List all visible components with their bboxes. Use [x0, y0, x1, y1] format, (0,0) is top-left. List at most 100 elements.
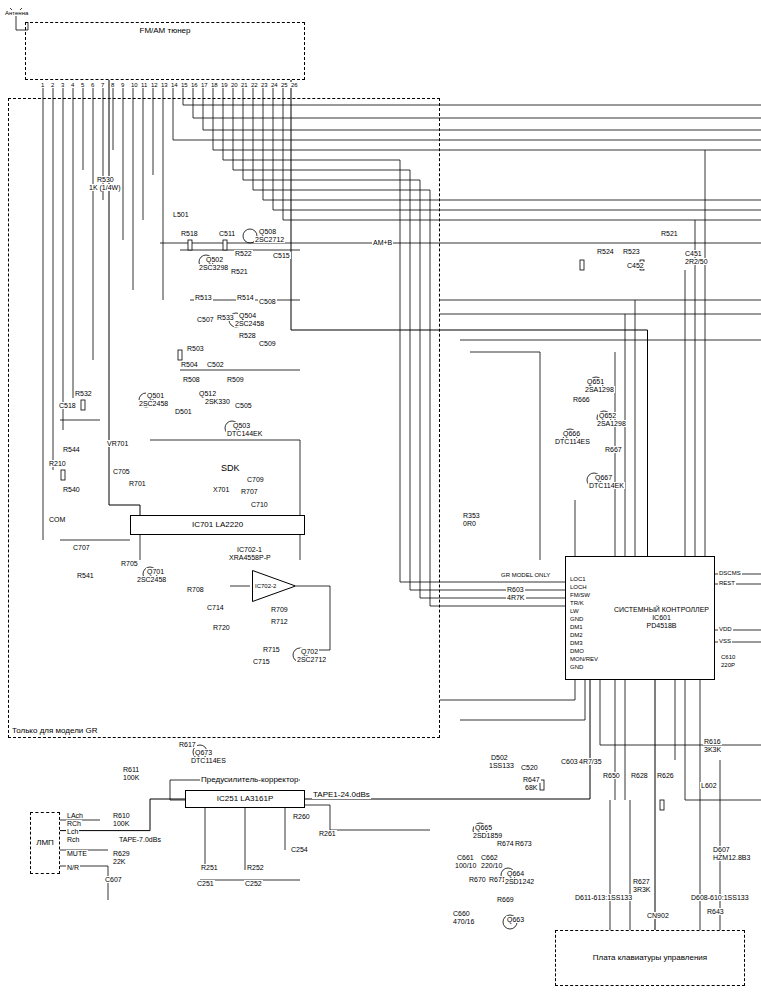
part-label: R261: [318, 830, 337, 837]
tuner-pin-wires: [43, 88, 761, 606]
node-text: FM/AM тюнер: [140, 26, 191, 35]
part-label: C603: [560, 758, 579, 765]
part-label: Q503: [232, 422, 251, 429]
part-label: MON/REV: [569, 656, 599, 662]
part-label: C452: [626, 262, 645, 269]
part-label: R610: [112, 812, 131, 819]
part-label: D607: [712, 846, 731, 853]
part-label: HZM12.8B3: [712, 854, 751, 861]
node-text: Плата клавиатуры управления: [593, 953, 707, 962]
keyboard-board: Плата клавиатуры управления: [555, 930, 745, 986]
pin-number: 10: [130, 82, 139, 88]
pin-number: 13: [160, 82, 169, 88]
part-label: FM/SW: [569, 592, 591, 598]
wire-connector: [109, 80, 140, 515]
pin-number: 4: [70, 82, 75, 88]
part-label: R528: [238, 332, 257, 339]
part-label: R626: [656, 772, 675, 779]
part-label: Q652: [598, 412, 617, 419]
part-label: R629: [112, 850, 131, 857]
part-label: 220/10: [480, 862, 503, 869]
pin-number: 9: [120, 82, 125, 88]
part-label: Rch: [66, 836, 80, 843]
part-label: R666: [572, 396, 591, 403]
part-label: C511: [218, 230, 236, 237]
part-label: TAPE-7.0dBs: [118, 836, 162, 843]
pin-number: 17: [200, 82, 209, 88]
part-label: R210: [48, 460, 67, 467]
part-label: Q663: [506, 916, 525, 923]
part-label: R353: [462, 512, 481, 519]
part-label: Q667: [594, 474, 613, 481]
part-label: R503: [186, 345, 205, 352]
part-label: RCh: [66, 820, 82, 827]
pin-number: 5: [80, 82, 85, 88]
part-label: DTC114ES: [554, 438, 591, 445]
part-label: Предусилитель-корректор: [200, 776, 299, 784]
part-label: D501: [174, 408, 193, 415]
part-label: 470/16: [452, 918, 475, 925]
part-label: 2SA1298: [596, 420, 627, 427]
part-label: R701: [128, 480, 147, 487]
part-label: DTC114ES: [190, 757, 227, 764]
resistor-symbol: [188, 240, 192, 250]
connector-box: ЛМП: [30, 812, 60, 874]
part-label: R514: [236, 294, 255, 301]
part-label: Lch: [66, 828, 79, 835]
resistor-symbol: [81, 400, 85, 410]
part-label: 2SK330: [204, 398, 231, 405]
part-label: R518: [180, 230, 199, 237]
part-label: C515: [272, 252, 291, 259]
part-label: DTC114EK: [588, 482, 625, 489]
resistor-symbol: [178, 350, 182, 360]
part-label: C252: [244, 880, 263, 887]
part-label: DM2: [569, 632, 584, 638]
part-label: 100K: [112, 820, 130, 827]
pin-number: 11: [140, 82, 148, 88]
pin-number: 1: [40, 82, 45, 88]
part-label: Q508: [258, 228, 277, 235]
resistor-symbol: [580, 260, 584, 270]
part-label: R533: [216, 314, 235, 321]
part-label: C660: [452, 910, 471, 917]
part-label: R524: [596, 248, 615, 255]
part-label: R260: [292, 813, 311, 820]
part-label: D611-613:1SS133: [574, 894, 633, 901]
part-label: CN902: [646, 912, 670, 919]
part-label: R532: [74, 390, 93, 397]
part-label: 3R3K: [632, 886, 652, 893]
part-label: R643: [706, 908, 725, 915]
part-label: LOC1: [569, 576, 587, 582]
model-region: Только для модели GRIC701 LA2220IC702-2: [8, 98, 440, 738]
wire-connector: [60, 799, 185, 831]
preamp-wires: [43, 522, 430, 900]
part-label: 68K: [524, 784, 538, 791]
part-label: L602: [700, 782, 718, 789]
part-label: 1K (1/4W): [88, 184, 122, 191]
part-label: R669: [496, 896, 515, 903]
part-label: COM: [48, 516, 66, 523]
part-label: R628: [630, 772, 649, 779]
part-label: C502: [206, 361, 225, 368]
part-label: R508: [182, 376, 201, 383]
pin-number: 21: [240, 82, 249, 88]
part-label: Q504: [238, 312, 257, 319]
part-label: C714: [206, 604, 225, 611]
part-label: 2R2/50: [684, 258, 709, 265]
node-text: ЛМП: [36, 838, 54, 847]
pin-number: 23: [260, 82, 269, 88]
part-label: REST: [718, 580, 736, 586]
part-label: C520: [520, 764, 539, 771]
node-text: IC601: [652, 614, 671, 622]
node-text: IC702-2: [255, 583, 276, 590]
part-label: XRA4558P-P: [228, 554, 272, 561]
part-label: C254: [290, 846, 309, 853]
transistor-symbols: [139, 229, 611, 929]
part-label: R603: [506, 586, 525, 593]
part-label: R667: [604, 446, 623, 453]
pin-number: 2: [50, 82, 55, 88]
pin-number: 16: [190, 82, 199, 88]
part-label: C507: [196, 316, 215, 323]
resistor-symbol: [61, 470, 65, 480]
part-label: TR/K: [569, 600, 585, 606]
